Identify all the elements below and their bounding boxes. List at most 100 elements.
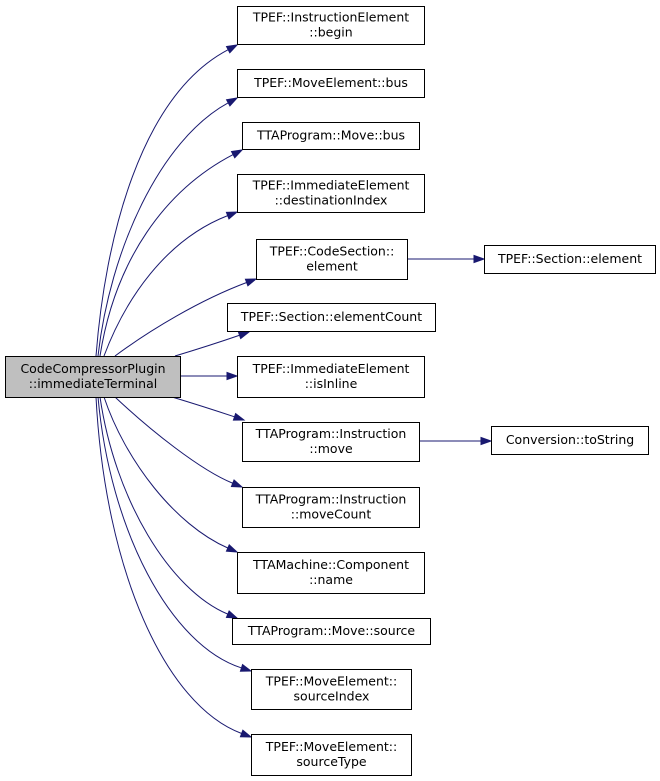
node-box <box>237 174 425 213</box>
edge-line <box>95 396 242 734</box>
node-label: sourceIndex <box>294 689 370 704</box>
arrowhead-icon <box>225 211 239 220</box>
node-label: CodeCompressorPlugin <box>20 361 165 376</box>
node-label: TPEF::InstructionElement <box>252 10 409 25</box>
edge-root-n11 <box>114 396 244 488</box>
node-box <box>242 487 420 528</box>
node-box <box>484 245 656 274</box>
node-label: ::destinationIndex <box>275 193 388 208</box>
node-label: TTAProgram::Move::bus <box>256 128 405 143</box>
edge-root-n1 <box>95 44 239 357</box>
node-n6[interactable]: TPEF::Section::element <box>484 245 656 274</box>
arrowhead-icon <box>473 254 486 264</box>
edge-layer <box>95 44 493 738</box>
edge-root-n7 <box>174 331 251 357</box>
arrowhead-icon <box>239 663 253 672</box>
edge-line <box>174 334 240 357</box>
node-label: TTAProgram::Move::source <box>247 623 416 638</box>
node-box <box>251 734 412 776</box>
arrowhead-icon <box>225 543 239 553</box>
arrowhead-icon <box>230 479 244 488</box>
edge-line <box>95 49 229 357</box>
node-n5[interactable]: TPEF::CodeSection::element <box>256 239 408 280</box>
node-box <box>256 239 408 280</box>
edge-root-n12 <box>103 396 239 553</box>
node-box <box>242 122 420 150</box>
node-n13[interactable]: TTAProgram::Move::source <box>232 618 431 645</box>
edge-line <box>103 396 229 549</box>
edge-root-n14 <box>97 396 253 672</box>
node-label: TPEF::ImmediateElement <box>252 361 410 376</box>
node-label: TPEF::Section::elementCount <box>240 309 422 324</box>
edge-root-n3 <box>99 149 244 357</box>
arrowhead-icon <box>225 44 239 54</box>
node-label: Conversion::toString <box>506 432 634 447</box>
root-node-box <box>5 356 181 398</box>
node-n2[interactable]: TPEF::MoveElement::bus <box>237 69 425 98</box>
edge-line <box>99 154 234 357</box>
node-label: ::moveCount <box>291 507 372 522</box>
node-n11[interactable]: TTAProgram::Instruction::moveCount <box>242 487 420 528</box>
arrowhead-icon <box>237 331 251 340</box>
node-label: TPEF::CodeSection:: <box>269 244 395 259</box>
node-label: TTAProgram::Instruction <box>255 492 407 507</box>
node-label: ::move <box>309 441 353 456</box>
node-box <box>237 552 425 594</box>
node-box <box>237 69 425 98</box>
arrowhead-icon <box>225 610 239 619</box>
node-box <box>227 303 436 332</box>
node-n4[interactable]: TPEF::ImmediateElement::destinationIndex <box>237 174 425 213</box>
arrowhead-icon <box>226 371 239 381</box>
edge-line <box>97 396 242 669</box>
node-n15[interactable]: TPEF::MoveElement::sourceType <box>251 734 412 776</box>
edge-root-n4 <box>103 211 239 357</box>
node-label: TPEF::ImmediateElement <box>252 178 410 193</box>
node-box <box>237 356 425 398</box>
edge-line <box>97 102 229 357</box>
edge-n9-n10 <box>419 436 493 446</box>
node-label: TTAMachine::Component <box>252 557 409 572</box>
node-label: TTAProgram::Instruction <box>255 426 407 441</box>
node-label: sourceType <box>296 754 367 769</box>
edge-root-n2 <box>97 97 239 357</box>
arrowhead-icon <box>225 97 239 107</box>
edge-line <box>171 396 235 418</box>
edge-line <box>103 215 228 357</box>
node-box <box>242 422 420 462</box>
node-label: TPEF::MoveElement::bus <box>253 75 408 90</box>
node-n7[interactable]: TPEF::Section::elementCount <box>227 303 436 332</box>
arrowhead-icon <box>239 729 253 738</box>
node-label: ::begin <box>309 25 352 40</box>
edge-root-n9 <box>171 396 246 421</box>
edge-line <box>99 396 228 615</box>
node-n1[interactable]: TPEF::InstructionElement::begin <box>237 6 425 45</box>
node-label: ::immediateTerminal <box>29 376 157 391</box>
node-n9[interactable]: TTAProgram::Instruction::move <box>242 422 420 462</box>
node-n8[interactable]: TPEF::ImmediateElement::isInline <box>237 356 425 398</box>
node-box <box>491 426 649 455</box>
node-box <box>237 6 425 45</box>
node-n10[interactable]: Conversion::toString <box>491 426 649 455</box>
arrowhead-icon <box>230 149 244 159</box>
node-label: TPEF::Section::element <box>497 251 642 266</box>
edge-line <box>114 396 233 484</box>
node-root[interactable]: CodeCompressorPlugin::immediateTerminal <box>5 356 181 398</box>
edge-n5-n6 <box>407 254 486 264</box>
edge-root-n8 <box>180 371 239 381</box>
arrowhead-icon <box>244 278 258 287</box>
node-n14[interactable]: TPEF::MoveElement::sourceIndex <box>251 669 412 710</box>
node-label: TPEF::MoveElement:: <box>265 674 397 689</box>
node-label: element <box>306 259 358 274</box>
node-box <box>251 669 412 710</box>
node-label: TPEF::MoveElement:: <box>265 739 397 754</box>
arrowhead-icon <box>480 436 493 446</box>
edge-line <box>114 282 247 357</box>
node-n12[interactable]: TTAMachine::Component::name <box>237 552 425 594</box>
node-layer: CodeCompressorPlugin::immediateTerminalT… <box>5 6 656 776</box>
edge-root-n13 <box>99 396 239 619</box>
node-n3[interactable]: TTAProgram::Move::bus <box>242 122 420 150</box>
node-label: ::name <box>309 572 353 587</box>
edge-root-n5 <box>114 278 258 357</box>
node-box <box>232 618 431 645</box>
